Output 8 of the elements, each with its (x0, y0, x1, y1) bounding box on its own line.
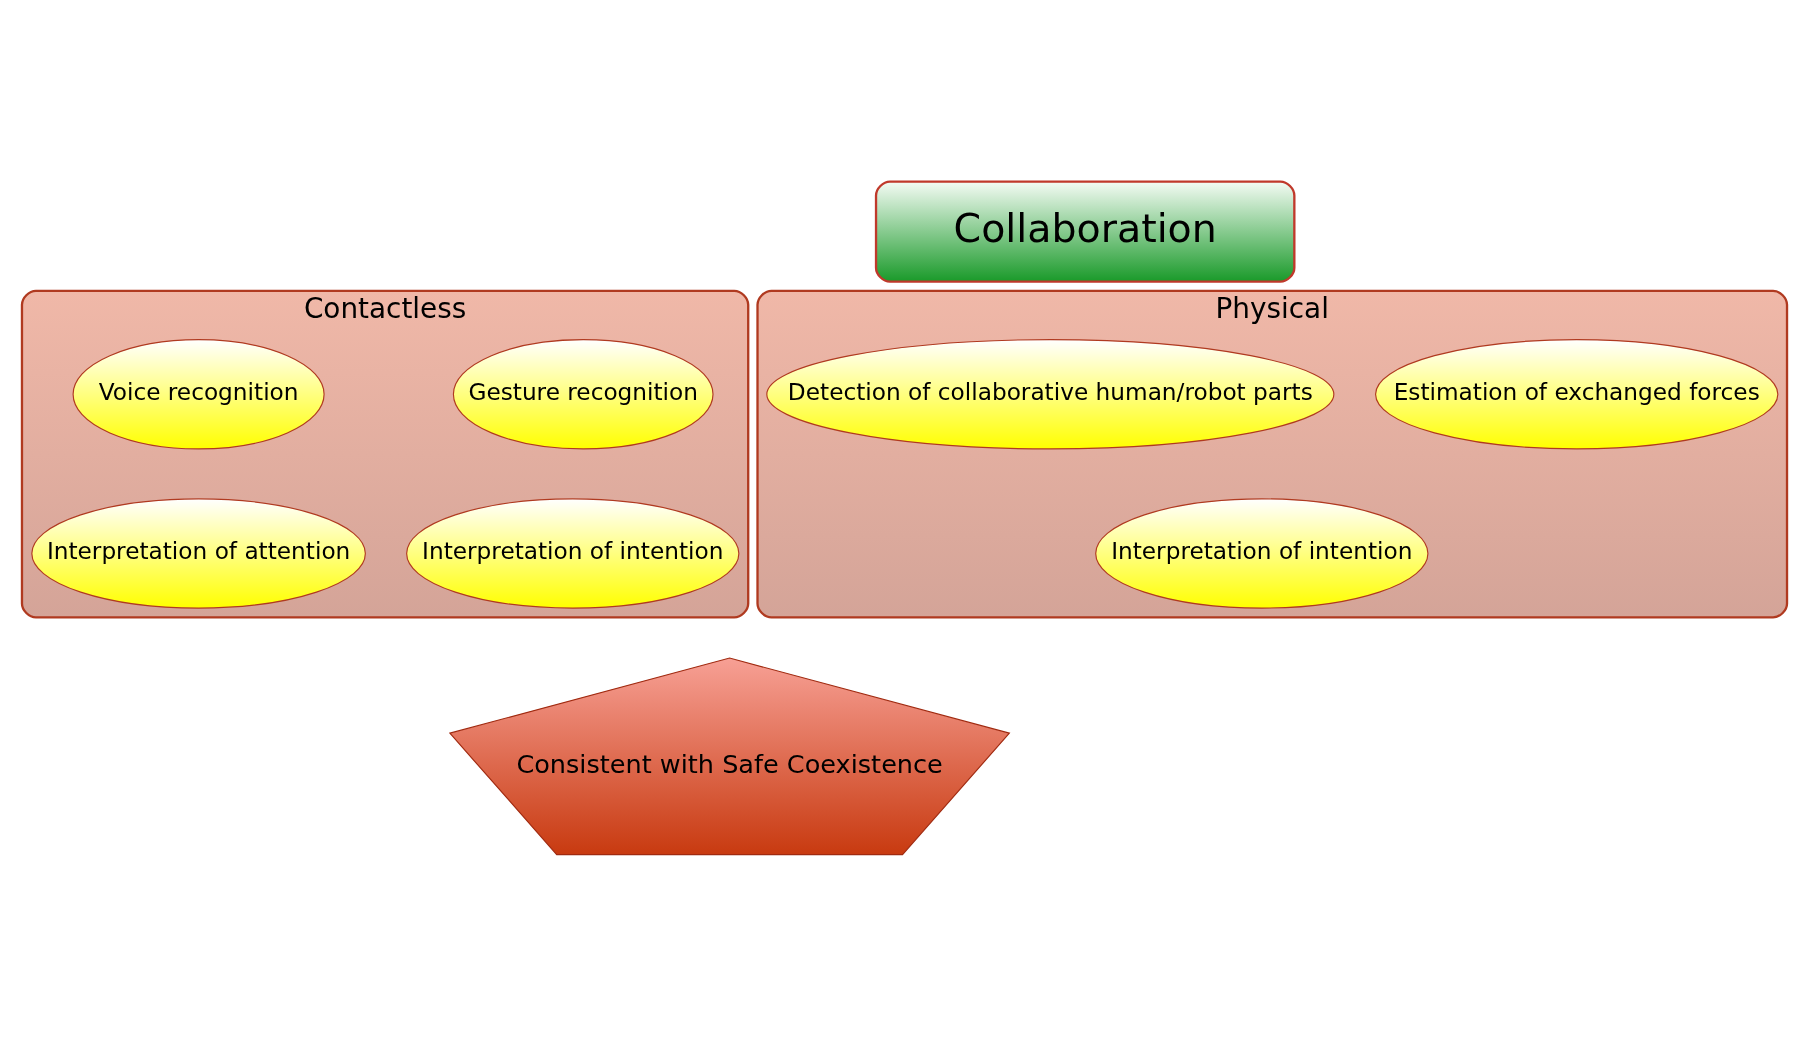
node-ellipse: Interpretation of attention (31, 497, 366, 609)
node-ellipse: Interpretation of intention (1095, 497, 1429, 609)
node-ellipse: Interpretation of intention (406, 497, 740, 609)
node-ellipse: Detection of collaborative human/robot parts (766, 338, 1335, 449)
node-ellipse: Voice recognition (72, 338, 325, 449)
node-ellipse: Gesture recognition (452, 338, 714, 449)
node-ellipse: Estimation of exchanged forces (1375, 338, 1779, 449)
node-box: Collaboration (874, 180, 1296, 283)
